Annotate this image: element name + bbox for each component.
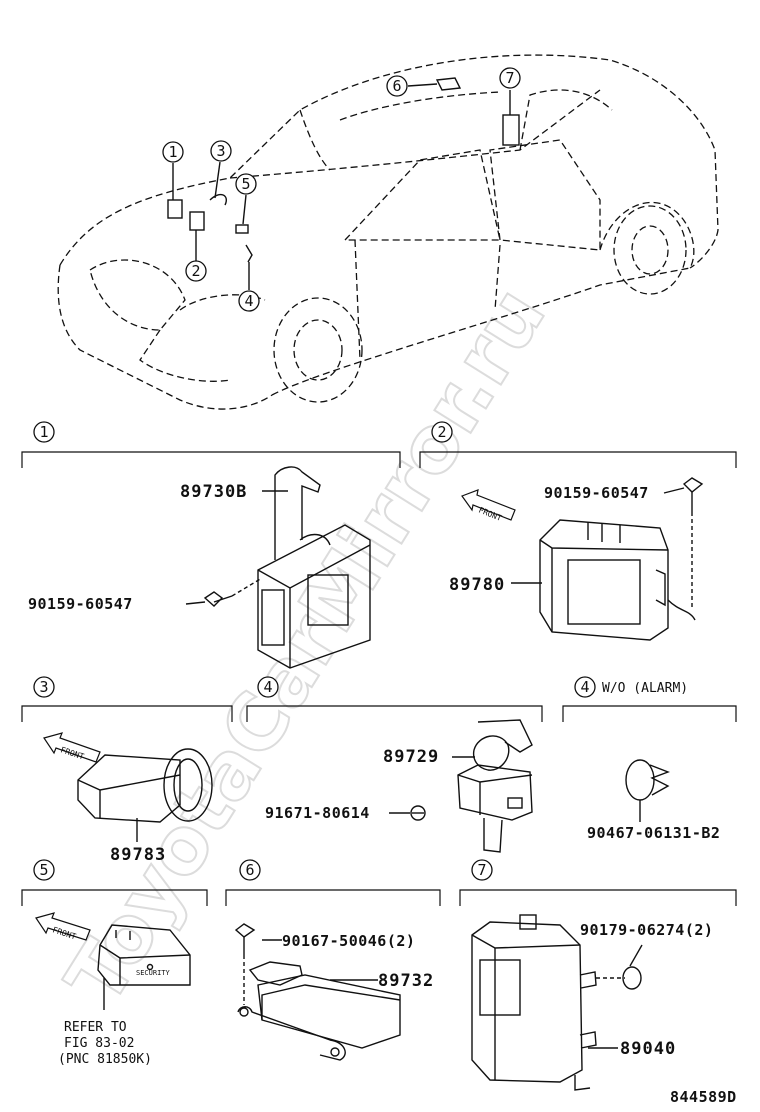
svg-text:2: 2	[191, 262, 200, 280]
front-arrow-s5: FRONT	[35, 912, 91, 941]
part-89040: 89040	[620, 1039, 676, 1059]
svg-text:1: 1	[168, 143, 177, 161]
section-4-drawing	[389, 719, 533, 853]
svg-text:3: 3	[216, 142, 225, 160]
section-brackets	[21, 451, 737, 906]
car-part-markers	[167, 77, 520, 290]
note-line-3: (PNC 81850K)	[58, 1052, 152, 1067]
section-num-2: 2	[431, 421, 453, 443]
callout-2: 2	[185, 260, 207, 282]
part-90179-06274: 90179-06274(2)	[580, 921, 713, 939]
section-num-4b: 4	[574, 676, 596, 698]
part-90159-60547-s2: 90159-60547	[544, 484, 649, 502]
wheels	[273, 205, 687, 403]
callout-1: 1	[162, 141, 184, 163]
front-arrow-s2: FRONT	[461, 489, 516, 523]
part-90167-50046: 90167-50046(2)	[282, 932, 415, 950]
svg-text:4: 4	[580, 678, 589, 696]
callout-4: 4	[238, 290, 260, 312]
section-numbers: 1 2 3 4 4 5 6 7	[33, 421, 596, 881]
section-num-7: 7	[471, 859, 493, 881]
overview-callouts: 1 2 3 5 4 6 7	[162, 67, 521, 312]
svg-text:4: 4	[263, 678, 272, 696]
watermark: ToyotaCarMirror.ru	[50, 273, 563, 1020]
svg-text:7: 7	[505, 69, 514, 87]
section-num-1: 1	[33, 421, 55, 443]
security-badge: SECURITY	[136, 969, 171, 977]
svg-text:4: 4	[244, 292, 253, 310]
svg-text:2: 2	[437, 423, 446, 441]
condition-wo-alarm: W/O (ALARM)	[602, 681, 688, 696]
section-num-3: 3	[33, 676, 55, 698]
front-arrow-s3: FRONT	[43, 732, 101, 763]
part-89729: 89729	[383, 747, 439, 767]
part-89783: 89783	[110, 845, 166, 865]
note-line-1: REFER TO	[64, 1020, 127, 1035]
svg-text:5: 5	[39, 861, 48, 879]
part-90467-06131-B2: 90467-06131-B2	[587, 824, 720, 842]
svg-text:5: 5	[241, 175, 250, 193]
section-num-4: 4	[257, 676, 279, 698]
svg-text:3: 3	[39, 678, 48, 696]
section-4b-drawing	[625, 759, 670, 822]
svg-text:7: 7	[477, 861, 486, 879]
callout-7: 7	[499, 67, 521, 89]
section-3-drawing	[77, 748, 213, 842]
callout-5: 5	[235, 173, 257, 195]
svg-text:1: 1	[39, 423, 48, 441]
section-2-drawing	[511, 477, 704, 641]
section-7-drawing	[471, 914, 643, 1091]
section-5-drawing	[97, 924, 191, 1010]
section-num-5: 5	[33, 859, 55, 881]
section-6-drawing	[234, 923, 401, 1061]
part-89780: 89780	[449, 575, 505, 595]
section-1-drawing	[185, 466, 371, 669]
part-89730B: 89730B	[180, 482, 247, 502]
part-89732: 89732	[378, 971, 434, 991]
part-91671-80614: 91671-80614	[265, 804, 370, 822]
drawing-id: 844589D	[670, 1088, 737, 1106]
part-90159-60547-s1: 90159-60547	[28, 595, 133, 613]
section-num-6: 6	[239, 859, 261, 881]
svg-text:6: 6	[392, 77, 401, 95]
svg-text:6: 6	[245, 861, 254, 879]
note-line-2: FIG 83-02	[64, 1036, 134, 1051]
car-overview	[57, 54, 719, 410]
callout-3: 3	[210, 140, 232, 162]
callout-6: 6	[386, 75, 408, 97]
